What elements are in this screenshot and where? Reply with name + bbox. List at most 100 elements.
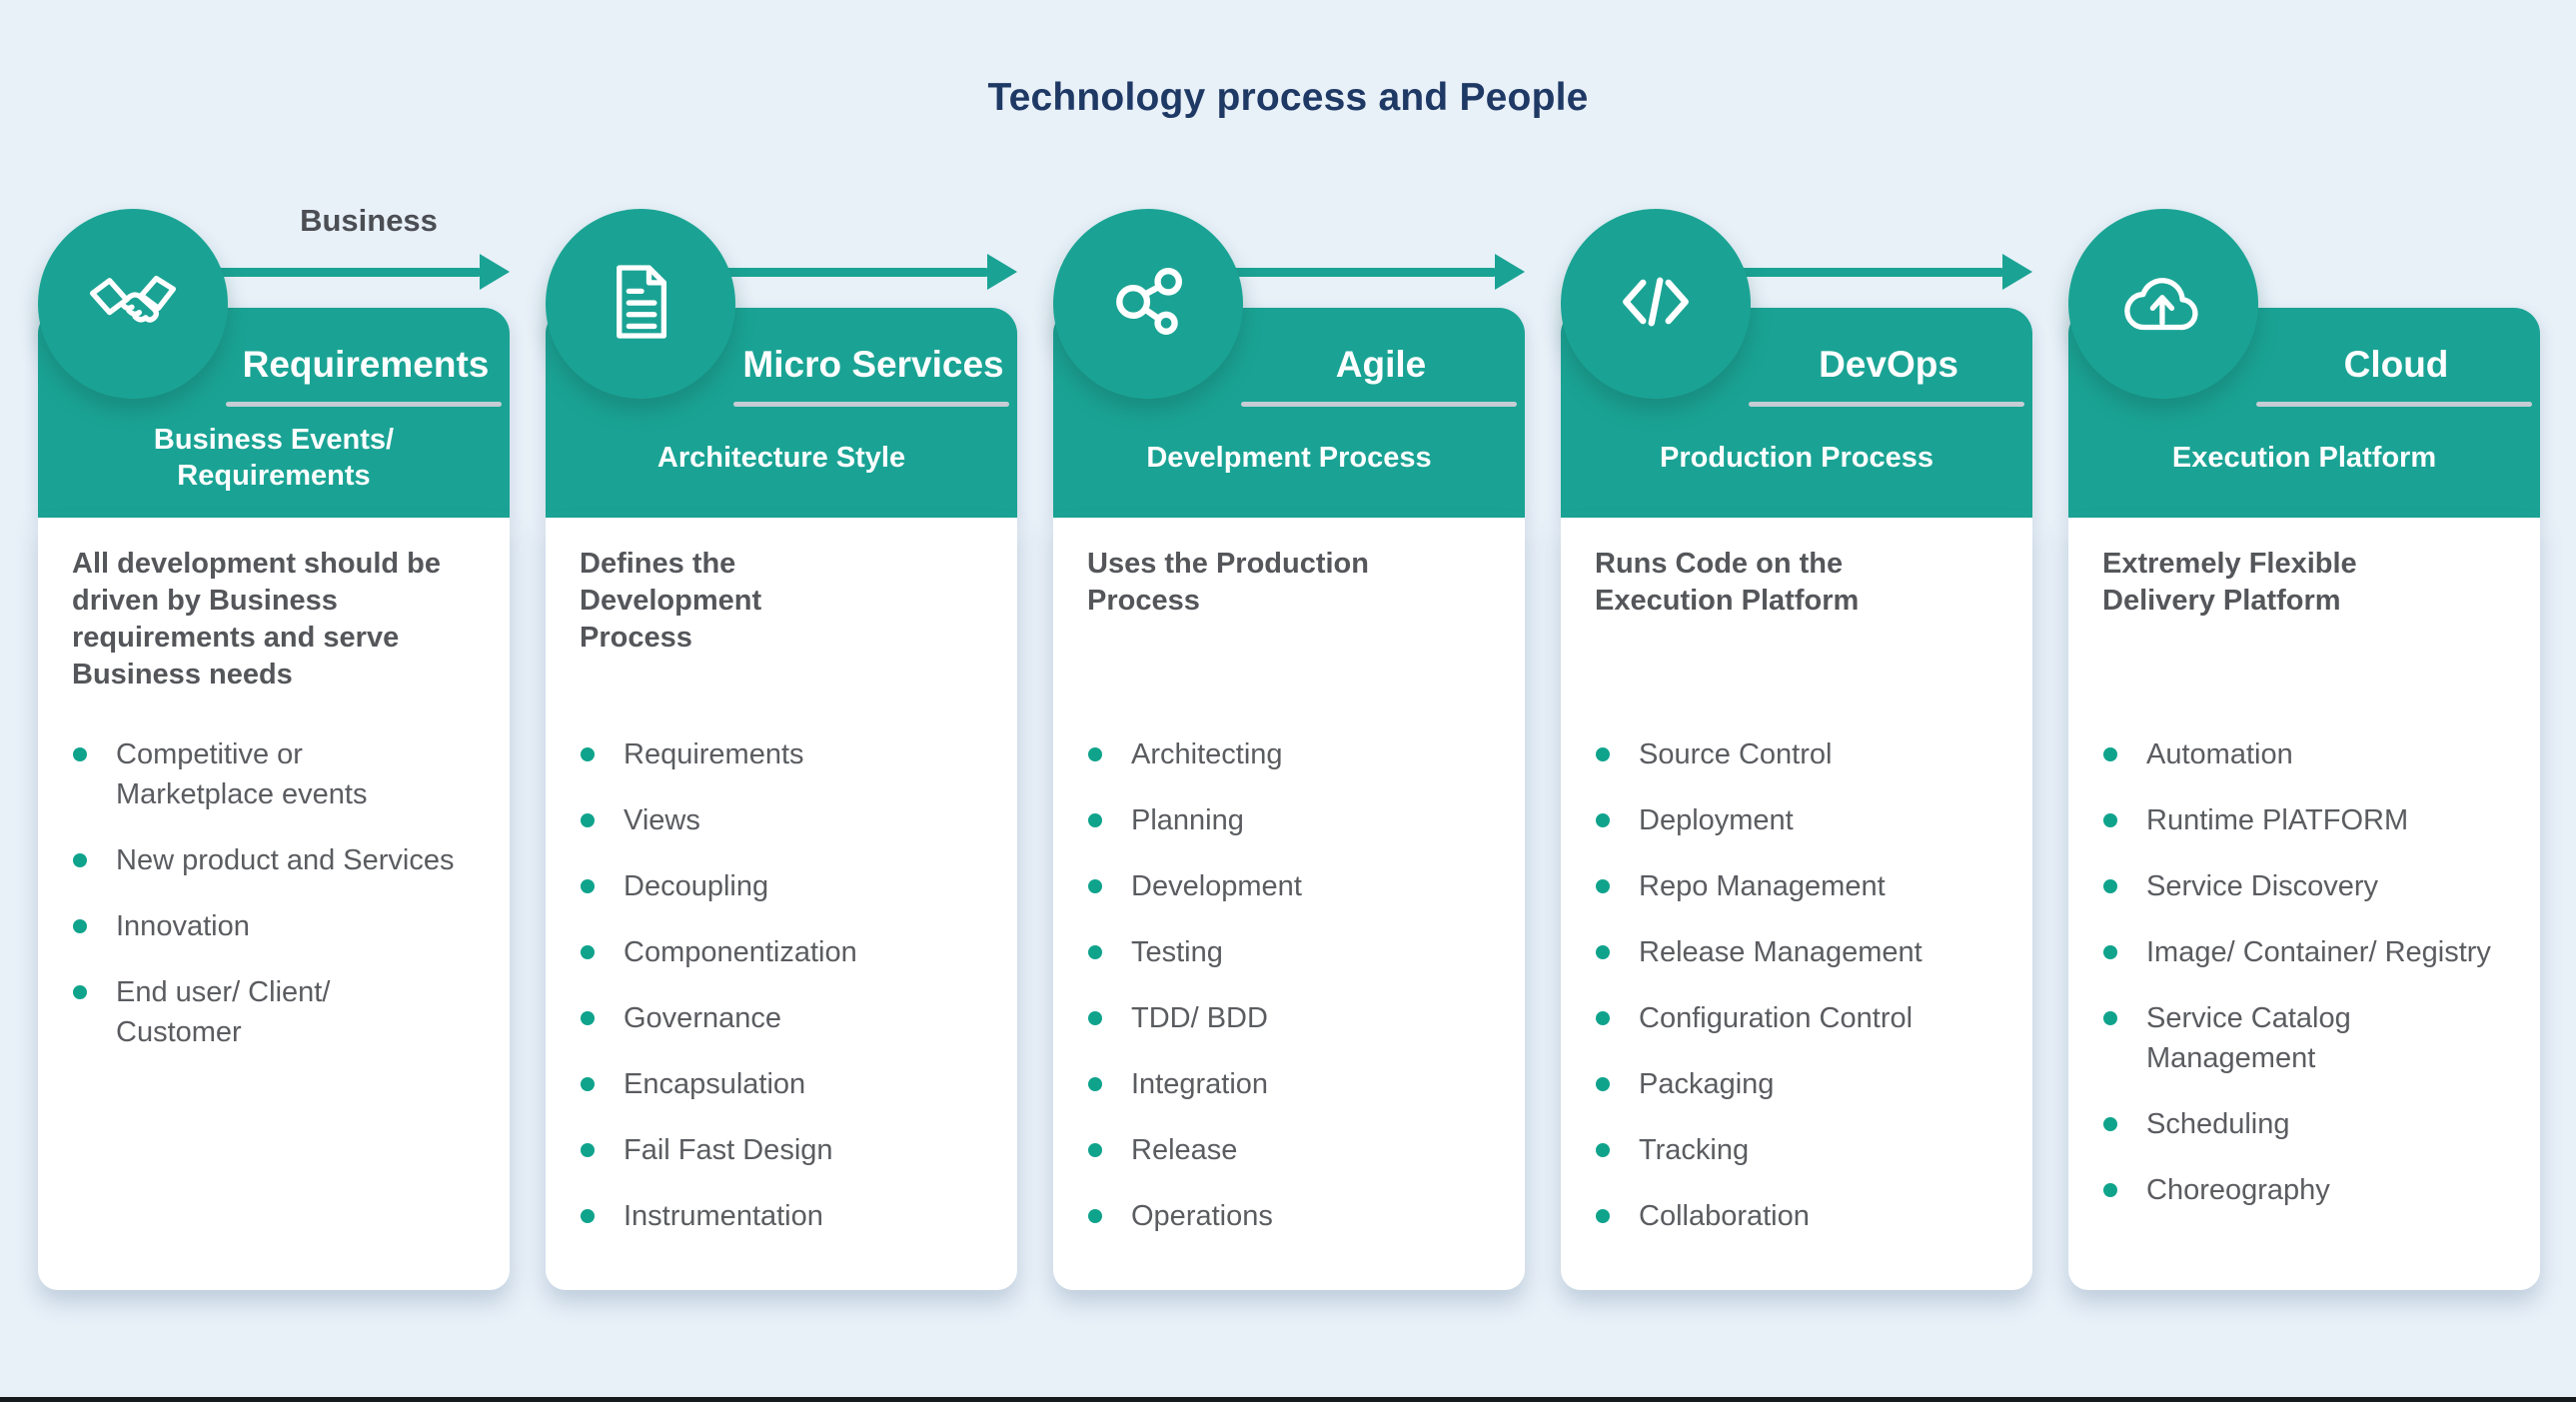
cloud-card: Extremely Flexible Delivery Platform Aut… [2068, 518, 2540, 1290]
header-divider [226, 402, 502, 407]
bullet-dot-icon [73, 985, 87, 999]
requirements-header: Requirements Business Events/ Requiremen… [38, 308, 510, 518]
list-item-label: Governance [624, 1002, 781, 1034]
bullet-dot-icon [1596, 945, 1610, 959]
bullet-dot-icon [2103, 813, 2117, 827]
bullet-dot-icon [73, 747, 87, 761]
list-item-label: Componentization [624, 936, 857, 968]
column-title: Micro Services [742, 344, 1004, 385]
flow-arrow-icon [641, 254, 1017, 290]
flow-label-business: Business [300, 203, 438, 238]
micro-services-card: Defines the Development Process Requirem… [546, 518, 1017, 1290]
list-item-label: Architecting [1131, 738, 1283, 770]
devops-card: Runs Code on the Execution Platform Sour… [1561, 518, 2032, 1290]
header-divider [733, 402, 1009, 407]
list-item-label: End user/ Client/ Customer [116, 976, 331, 1048]
list-item: Views [580, 800, 993, 840]
column-subtitle: Execution Platform [2068, 412, 2540, 504]
list-item-label: Testing [1131, 936, 1223, 968]
bullet-dot-icon [1088, 1011, 1102, 1025]
column-agile: Agile Develpment Process Uses the Produc… [1053, 209, 1525, 1290]
header-divider [1241, 402, 1517, 407]
column-description: Uses the Production Process [1087, 548, 1369, 617]
bullet-dot-icon [2103, 1117, 2117, 1131]
column-requirements: Business Requirements Business Events/ R… [38, 203, 510, 1290]
bullet-dot-icon [1088, 747, 1102, 761]
list-item: Integration [1087, 1064, 1501, 1104]
list-item-label: Source Control [1639, 738, 1833, 770]
bullet-dot-icon [1088, 945, 1102, 959]
share-network-icon [1097, 251, 1199, 358]
list-item-label: Release [1131, 1134, 1238, 1166]
list-item-label: Service Discovery [2146, 870, 2379, 902]
list-item: Planning [1087, 800, 1501, 840]
list-item: Innovation [72, 906, 486, 946]
list-item-label: Innovation [116, 910, 250, 942]
list-item: Governance [580, 998, 993, 1038]
handshake-icon [82, 251, 184, 358]
list-item: Automation [2102, 734, 2516, 774]
flow-arrow-icon [1656, 254, 2032, 290]
bullet-dot-icon [581, 813, 595, 827]
list-item-label: Competitive or Marketplace events [116, 738, 368, 810]
list-item: Architecting [1087, 734, 1501, 774]
column-description: Runs Code on the Execution Platform [1595, 548, 1860, 617]
list-item: Service Discovery [2102, 866, 2516, 906]
list-item: Runtime PlATFORM [2102, 800, 2516, 840]
bullet-dot-icon [73, 919, 87, 933]
bullet-dot-icon [1596, 1077, 1610, 1091]
bullet-dot-icon [2103, 747, 2117, 761]
list-item: Collaboration [1595, 1196, 2008, 1236]
column-title: Agile [1335, 344, 1427, 385]
bullet-dot-icon [2103, 1183, 2117, 1197]
bullet-dot-icon [1088, 1077, 1102, 1091]
bullet-dot-icon [2103, 1011, 2117, 1025]
bullet-dot-icon [581, 1209, 595, 1223]
column-cloud: Cloud Execution Platform Extremely Flexi… [2068, 209, 2540, 1290]
list-item: Release [1087, 1130, 1501, 1170]
list-item: TDD/ BDD [1087, 998, 1501, 1038]
list-item-label: Repo Management [1639, 870, 1886, 902]
list-item-label: Service Catalog Management [2146, 1002, 2351, 1074]
list-item: End user/ Client/ Customer [72, 972, 486, 1052]
list-item: Image/ Container/ Registry [2102, 932, 2516, 972]
list-item: Release Management [1595, 932, 2008, 972]
agile-card: Uses the Production Process Architecting… [1053, 518, 1525, 1290]
code-icon [1605, 251, 1707, 358]
column-description: All development should be driven by Busi… [72, 548, 441, 691]
bullet-dot-icon [2103, 879, 2117, 893]
list-item: Deployment [1595, 800, 2008, 840]
list-item-label: Release Management [1639, 936, 1923, 968]
document-icon [590, 251, 691, 358]
requirements-card: All development should be driven by Busi… [38, 518, 510, 1290]
list-item: Development [1087, 866, 1501, 906]
list-item-label: Collaboration [1639, 1200, 1810, 1232]
bullet-dot-icon [1596, 1143, 1610, 1157]
column-subtitle: Architecture Style [546, 412, 1017, 504]
bullet-dot-icon [1596, 747, 1610, 761]
flow-arrow-icon [1148, 254, 1525, 290]
list-item: Encapsulation [580, 1064, 993, 1104]
bullet-dot-icon [581, 945, 595, 959]
screen-bottom-edge [0, 1397, 2576, 1402]
bullet-dot-icon [1088, 1209, 1102, 1223]
list-item: Scheduling [2102, 1104, 2516, 1144]
column-title: Cloud [2343, 344, 2449, 385]
column-micro-services: Micro Services Architecture Style Define… [546, 209, 1017, 1290]
bullet-dot-icon [1596, 879, 1610, 893]
list-item-label: Deployment [1639, 804, 1794, 836]
bullet-dot-icon [2103, 945, 2117, 959]
column-devops: DevOps Production Process Runs Code on t… [1561, 209, 2032, 1290]
column-subtitle-text: Architecture Style [656, 442, 906, 474]
bullet-dot-icon [1088, 813, 1102, 827]
process-columns: Business Requirements Business Events/ R… [38, 203, 2540, 1290]
list-item-label: Decoupling [624, 870, 769, 902]
list-item-label: Encapsulation [624, 1068, 806, 1100]
bullet-dot-icon [1088, 1143, 1102, 1157]
list-item-label: Configuration Control [1639, 1002, 1914, 1034]
bullet-dot-icon [581, 1143, 595, 1157]
list-item-label: Image/ Container/ Registry [2146, 936, 2491, 968]
